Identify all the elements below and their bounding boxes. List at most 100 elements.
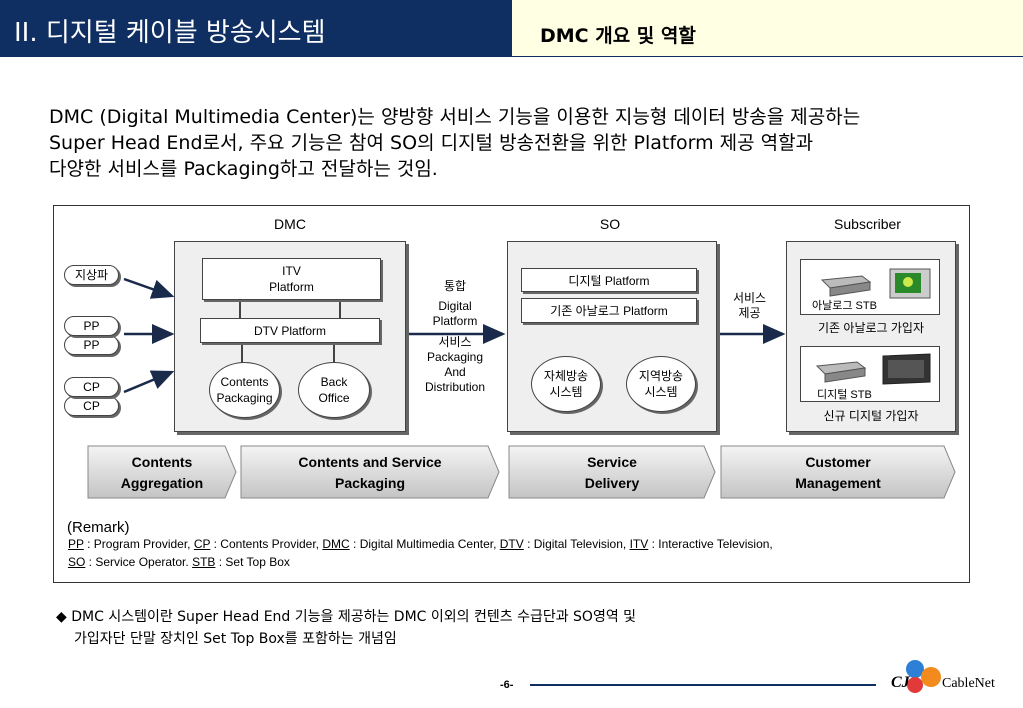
stage-contents-service-packaging: Contents and Service Packaging xyxy=(241,452,499,494)
bullet-text: DMC 시스템이란 Super Head End 기능을 제공하는 DMC 이외… xyxy=(71,609,637,625)
link-line: Digital xyxy=(438,299,472,313)
brand-name: CableNet xyxy=(942,676,995,691)
cj-logo-mark: CJ xyxy=(891,674,910,691)
stage-service-delivery: Service Delivery xyxy=(509,452,715,494)
bullet-line-1: ◆ DMC 시스템이란 Super Head End 기능을 제공하는 DMC … xyxy=(56,606,636,626)
page-number: -6- xyxy=(500,679,514,691)
stage-shape xyxy=(87,445,237,499)
remark-abbr: STB xyxy=(192,555,216,569)
connector xyxy=(333,343,335,363)
remark-desc: : Service Operator. xyxy=(85,555,193,569)
stage-shape xyxy=(240,445,500,499)
analog-stb-tv-icon xyxy=(820,268,931,299)
back-office-oval: Back Office xyxy=(298,362,370,418)
oval-label: 시스템 xyxy=(644,385,678,399)
remark-desc: : Interactive Television, xyxy=(648,537,773,551)
stage-line: Management xyxy=(795,475,881,491)
link-line: Packaging xyxy=(426,350,484,364)
stage-line: Contents xyxy=(131,454,193,470)
section-label-so: SO xyxy=(599,216,621,232)
remark-desc: : Digital Multimedia Center, xyxy=(349,537,500,551)
stage-contents-aggregation: Contents Aggregation xyxy=(88,452,236,494)
remark-title: (Remark) xyxy=(67,519,130,536)
digital-stb-label: 디지털 STB xyxy=(817,389,872,401)
link-line: Platform xyxy=(432,314,478,328)
oval-label: Contents xyxy=(220,375,269,389)
section-label-subscriber: Subscriber xyxy=(834,216,901,232)
stage-line: Service xyxy=(587,454,637,470)
itv-label: Platform xyxy=(269,280,314,294)
remark-desc: : Program Provider, xyxy=(83,537,194,551)
remark-abbr: SO xyxy=(68,555,86,569)
arrow-terrestrial xyxy=(123,277,175,299)
stage-line: Contents and Service xyxy=(298,454,442,470)
remark-abbr: PP xyxy=(68,537,84,551)
oval-label: 시스템 xyxy=(549,385,583,399)
bullet-diamond-icon: ◆ xyxy=(56,609,67,625)
link-line: Distribution xyxy=(424,380,486,394)
remark-abbr: CP xyxy=(193,537,211,551)
analog-platform-box: 기존 아날로그 Platform xyxy=(521,298,697,323)
oval-label: Back xyxy=(320,375,348,389)
stage-line: Customer xyxy=(805,454,871,470)
oval-label: Office xyxy=(318,391,350,405)
remark-abbr: ITV xyxy=(629,537,649,551)
itv-label: ITV xyxy=(282,264,301,278)
section-label-dmc: DMC xyxy=(274,216,306,232)
dmc-so-link-label: 통합 Digital Platform 서비스 Packaging And Di… xyxy=(410,279,500,395)
remark-abbr: DTV xyxy=(499,537,524,551)
contents-packaging-oval: Contents Packaging xyxy=(209,362,280,418)
analog-subscriber-caption: 기존 아날로그 가입자 xyxy=(817,321,925,335)
oval-label: Packaging xyxy=(216,391,273,405)
dtv-platform-box: DTV Platform xyxy=(200,318,380,343)
subtitle-bar xyxy=(512,0,1023,57)
oval-label: 자체방송 xyxy=(543,369,589,383)
title-bar xyxy=(0,0,512,57)
service-provision-label: 서비스 제공 xyxy=(722,291,777,321)
slide-title: II. 디지털 케이블 방송시스템 xyxy=(14,18,326,48)
itv-platform-box: ITV Platform xyxy=(202,258,381,300)
link-line: 통합 xyxy=(443,279,467,293)
footer-rule xyxy=(530,684,876,686)
connector xyxy=(239,300,241,320)
link-line: 제공 xyxy=(738,306,761,320)
digital-platform-box: 디지털 Platform xyxy=(521,268,697,292)
intro-line: DMC (Digital Multimedia Center)는 양방향 서비스… xyxy=(49,106,861,128)
digital-stb-tv-icon xyxy=(815,353,931,385)
stage-shape xyxy=(720,445,956,499)
bullet-line-2: 가입자단 단말 장치인 Set Top Box를 포함하는 개념임 xyxy=(74,631,397,647)
link-line: And xyxy=(444,365,466,379)
arrow-cp xyxy=(123,370,175,394)
regional-broadcast-oval: 지역방송 시스템 xyxy=(626,356,696,412)
cj-logo-icon xyxy=(906,660,941,693)
own-broadcast-oval: 자체방송 시스템 xyxy=(531,356,601,412)
stage-shape xyxy=(508,445,716,499)
stage-line: Packaging xyxy=(334,475,406,491)
link-line: 서비스 xyxy=(732,291,767,305)
remark-abbr: DMC xyxy=(322,537,350,551)
slide-subtitle: DMC 개요 및 역할 xyxy=(540,25,696,47)
link-line: 서비스 xyxy=(438,335,472,349)
remark-desc: : Digital Television, xyxy=(523,537,630,551)
remark-line-2: SO : Service Operator. STB : Set Top Box xyxy=(68,555,290,569)
remark-line-1: PP : Program Provider, CP : Contents Pro… xyxy=(68,537,773,551)
digital-subscriber-caption: 신규 디지털 가입자 xyxy=(823,409,919,423)
source-terrestrial: 지상파 xyxy=(64,265,119,285)
source-pp: PP xyxy=(64,316,119,336)
intro-line: Super Head End로서, 주요 기능은 참여 SO의 디지털 방송전환… xyxy=(49,132,814,154)
source-cp: CP xyxy=(64,377,119,397)
analog-stb-label: 아날로그 STB xyxy=(812,300,877,312)
diagram-frame xyxy=(53,205,970,583)
remark-desc: : Set Top Box xyxy=(215,555,290,569)
intro-paragraph: DMC (Digital Multimedia Center)는 양방향 서비스… xyxy=(49,104,979,182)
connector xyxy=(339,300,341,320)
oval-label: 지역방송 xyxy=(638,369,684,383)
connector xyxy=(241,343,243,363)
remark-desc: : Contents Provider, xyxy=(210,537,323,551)
stage-line: Delivery xyxy=(584,475,640,491)
stage-line: Aggregation xyxy=(120,475,204,491)
stage-customer-management: Customer Management xyxy=(721,452,955,494)
intro-line: 다양한 서비스를 Packaging하고 전달하는 것임. xyxy=(49,158,438,180)
